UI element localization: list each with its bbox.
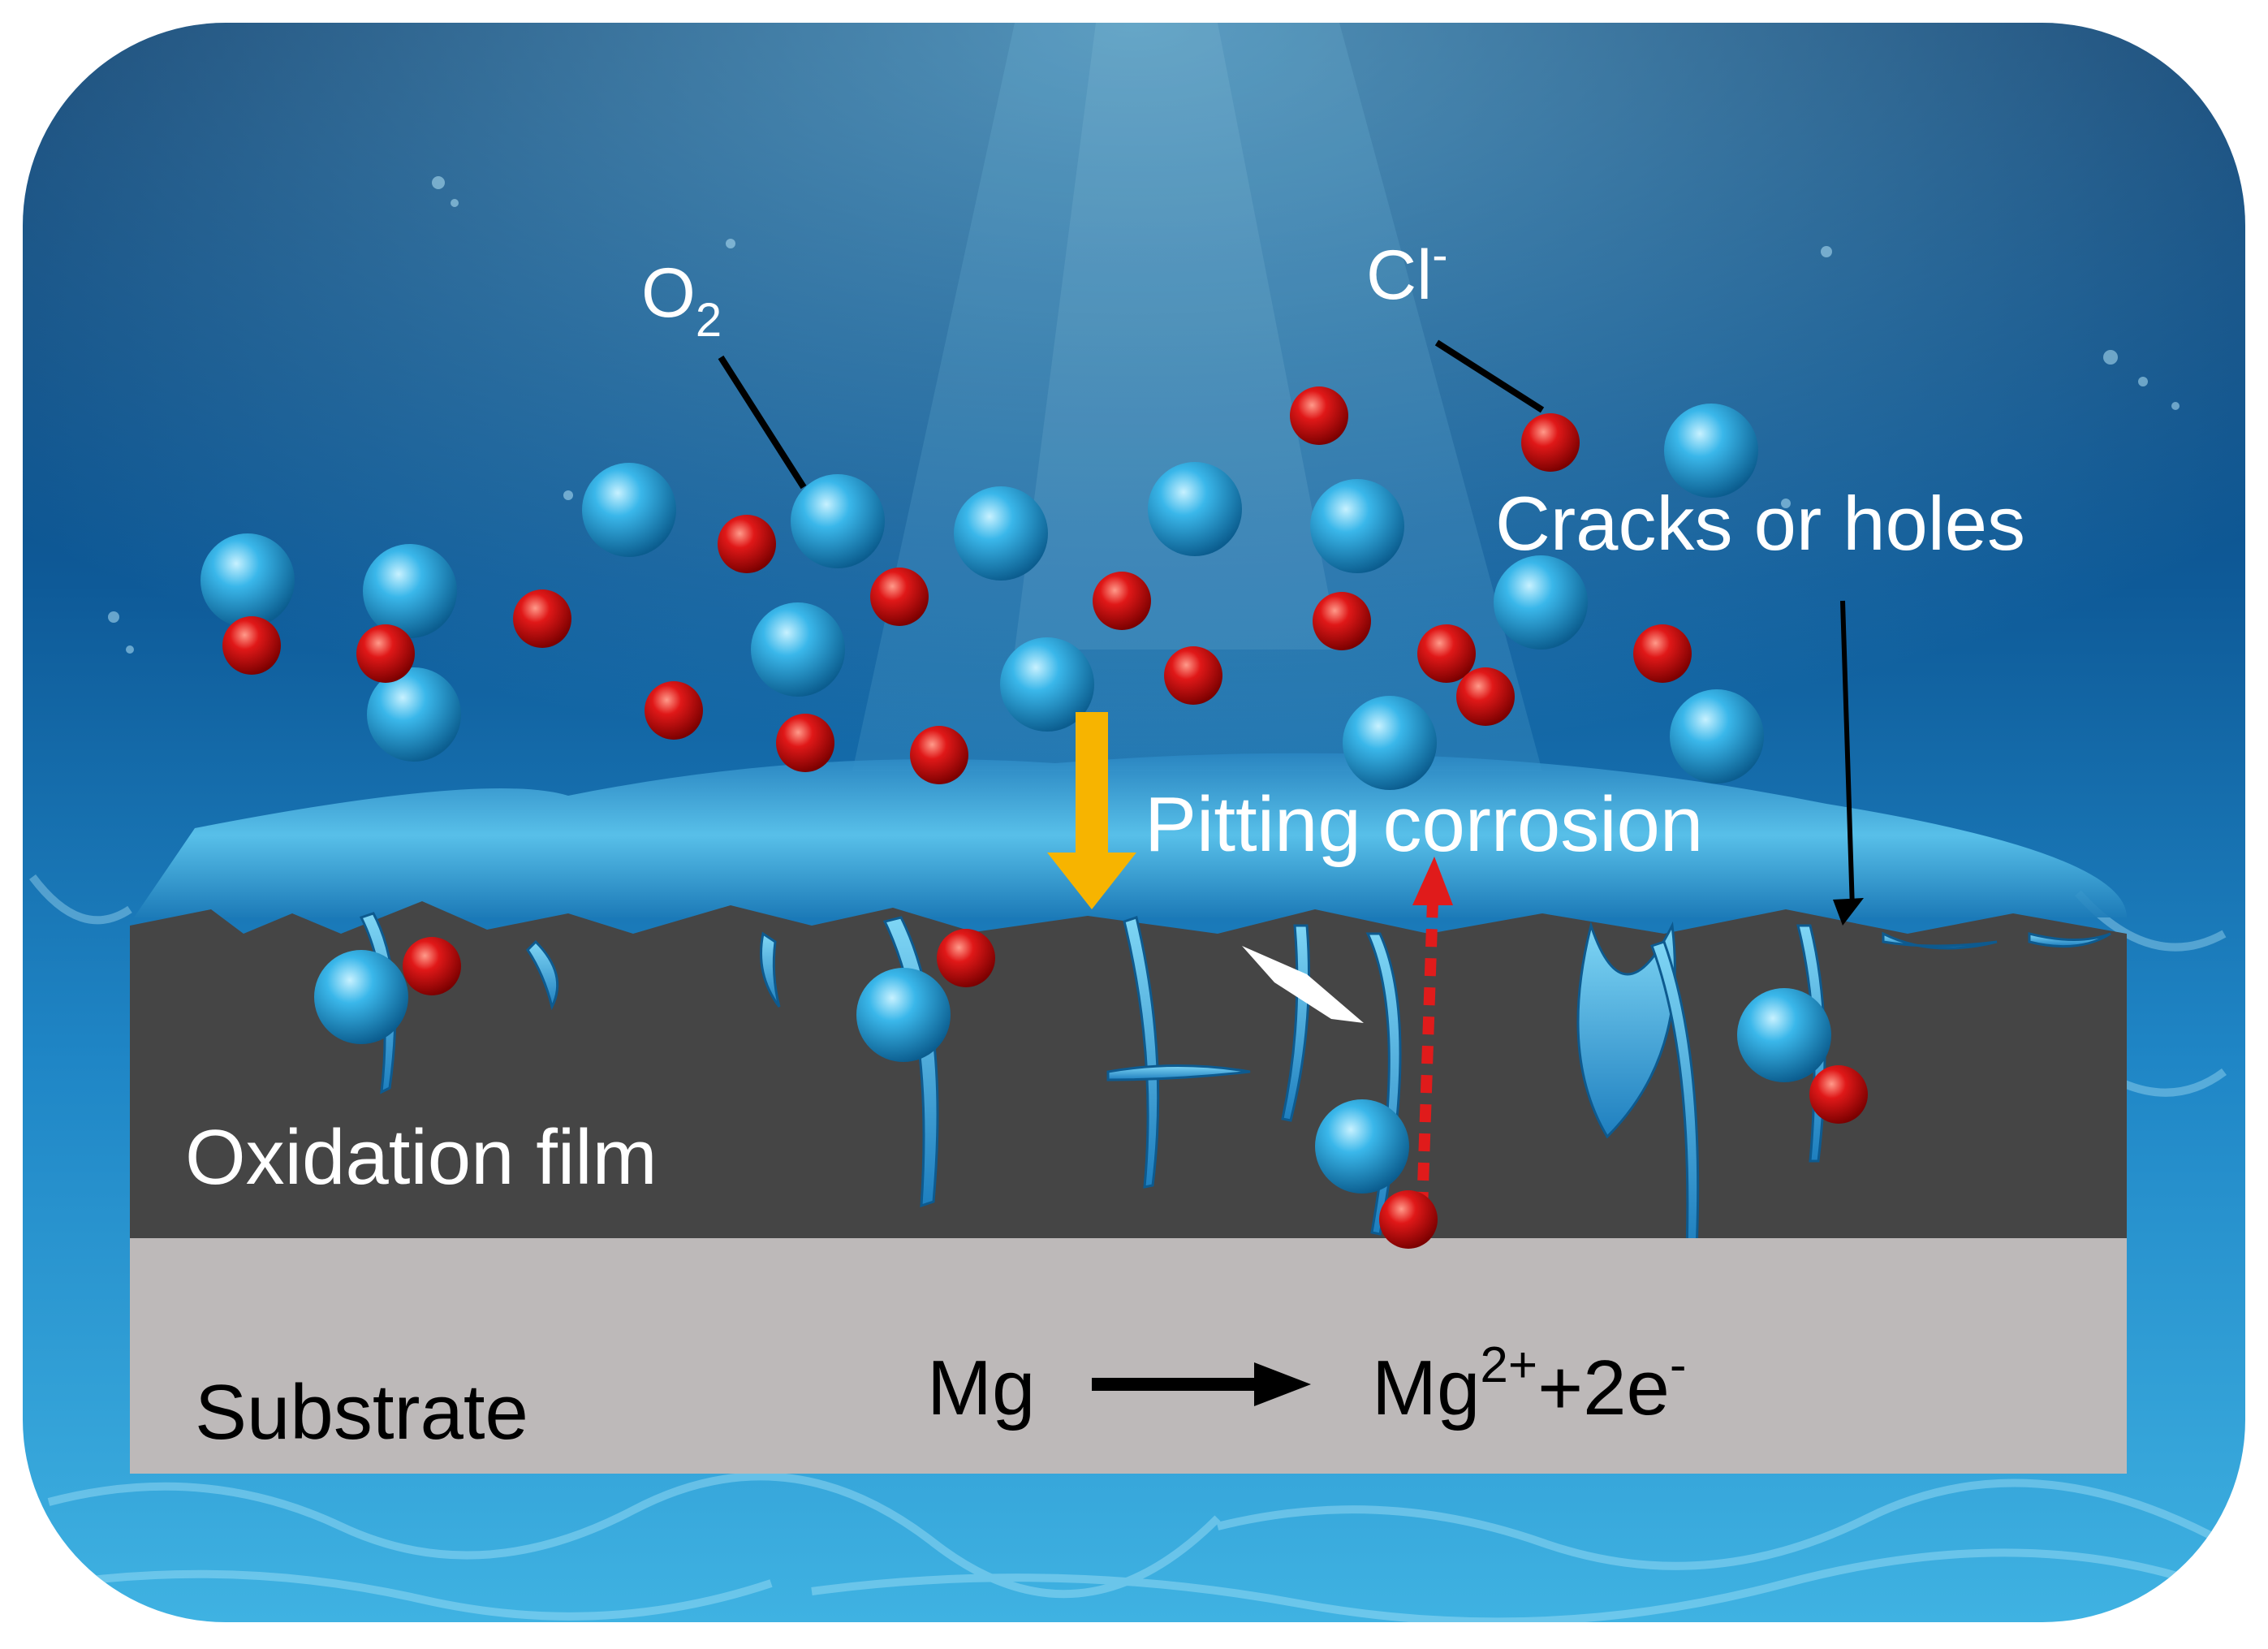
cracks-label: Cracks or holes (1495, 481, 2025, 566)
cl-ion (1633, 624, 1692, 683)
o2-molecule (582, 463, 676, 557)
pitting-label: Pitting corrosion (1145, 781, 1703, 868)
o2-molecule (200, 533, 295, 628)
cl-ion (403, 937, 461, 995)
cl-ion (910, 726, 968, 784)
o2-molecule (1670, 689, 1764, 783)
cl-ion (513, 589, 571, 648)
cl-ion (1809, 1065, 1868, 1124)
o2-molecule (1310, 479, 1404, 573)
cl-ion (1093, 572, 1151, 630)
reaction-arrow (1092, 1362, 1311, 1406)
cracks-pointer-head (1833, 898, 1864, 926)
o2-molecule (1737, 988, 1831, 1082)
o2-molecule (1494, 555, 1588, 650)
o2-molecule (1343, 696, 1437, 790)
o2-label: O2 (641, 254, 722, 347)
cl-ion (1313, 592, 1371, 650)
cl-ions (222, 386, 1868, 1124)
cl-ion (776, 714, 834, 772)
substrate-layer (130, 1238, 2127, 1474)
cl-ion (1521, 413, 1580, 472)
film-chip (1242, 946, 1364, 1023)
cl-ion (222, 616, 281, 675)
cl-ion (356, 624, 415, 683)
o2-molecule (363, 544, 457, 638)
cl-ion (1379, 1190, 1438, 1249)
reaction-product: Mg2++2e- (1372, 1337, 1687, 1431)
cl-ion (1456, 667, 1515, 726)
o2-molecule (1000, 637, 1094, 732)
o2-molecule (367, 667, 461, 762)
cl-ion (718, 515, 776, 573)
cl-ion (1417, 624, 1476, 683)
o2-molecule (856, 968, 951, 1062)
leader-lines (718, 339, 1545, 490)
o2-molecule (954, 486, 1048, 581)
o2-inflow-arrow (1047, 712, 1136, 909)
surface-water-layer (134, 753, 2127, 917)
o2-molecule (1148, 462, 1242, 556)
cl-ion (870, 568, 929, 626)
cl-ion (1164, 646, 1222, 705)
cl-ion (937, 929, 995, 987)
o2-molecule (751, 602, 845, 697)
cl-outflow-arrow (1412, 857, 1453, 1211)
o2-molecule (314, 950, 408, 1044)
cl-ion (1290, 386, 1348, 445)
oxidation-film-label: Oxidation film (185, 1114, 658, 1201)
o2-molecules (200, 404, 1831, 1194)
cracks-pointer-line (1840, 600, 1855, 910)
o2-molecule (1664, 404, 1758, 498)
cl-label: Cl- (1366, 229, 1448, 314)
substrate-label: Substrate (195, 1369, 528, 1456)
cl-ion (645, 681, 703, 740)
o2-molecule (1315, 1099, 1409, 1194)
o2-molecule (791, 474, 885, 568)
reaction-reactant: Mg (927, 1345, 1035, 1431)
